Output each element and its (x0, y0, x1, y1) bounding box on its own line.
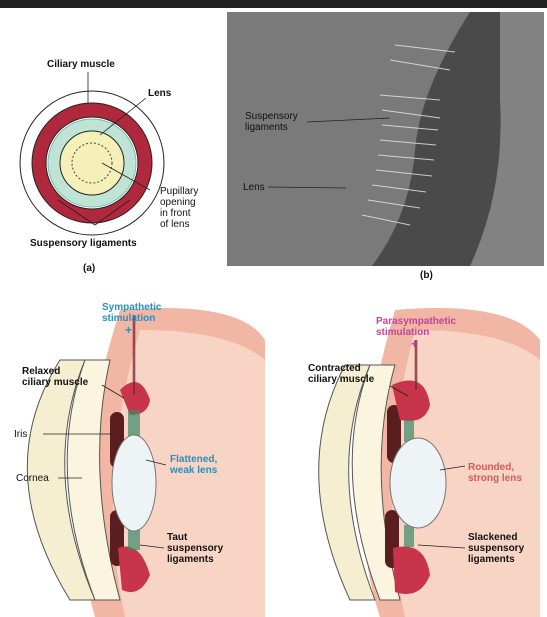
label-suspensory-b-2: ligaments (245, 122, 288, 133)
label-sympathetic-1: Sympathetic (102, 302, 161, 313)
label-slackened-3: ligaments (468, 554, 515, 565)
label-pupillary-1: Pupillary (160, 186, 198, 197)
label-parasympathetic-plus: + (411, 339, 418, 350)
label-lens-b: Lens (243, 182, 265, 193)
label-parasympathetic-2: stimulation (376, 327, 429, 338)
label-contracted-muscle-1: Contracted (308, 363, 361, 374)
label-pupillary-2: opening (160, 197, 196, 208)
label-pupillary-3: in front (160, 208, 191, 219)
label-cornea: Cornea (16, 473, 49, 484)
label-suspensory-ligaments-a: Suspensory ligaments (30, 238, 137, 249)
label-taut-1: Taut (167, 532, 187, 543)
label-ciliary-muscle: Ciliary muscle (47, 59, 115, 70)
label-pupillary-4: of lens (160, 219, 189, 230)
label-relaxed-muscle-1: Relaxed (22, 366, 60, 377)
label-contracted-muscle-2: ciliary muscle (308, 374, 374, 385)
label-iris: Iris (14, 429, 27, 440)
caption-b: (b) (420, 270, 433, 281)
label-suspensory-b-1: Suspensory (245, 111, 298, 122)
caption-a: (a) (83, 263, 95, 274)
label-rounded-lens-1: Rounded, (468, 462, 514, 473)
panel-c-eye (27, 308, 265, 617)
label-taut-3: ligaments (167, 554, 214, 565)
panel-b-photo (227, 12, 544, 266)
label-slackened-2: suspensory (468, 543, 524, 554)
label-flattened-lens-2: weak lens (170, 465, 217, 476)
label-parasympathetic-1: Parasympathetic (376, 316, 456, 327)
label-relaxed-muscle-2: ciliary muscle (22, 377, 88, 388)
lens-disc (60, 131, 124, 195)
label-rounded-lens-2: strong lens (468, 473, 522, 484)
label-taut-2: suspensory (167, 543, 223, 554)
label-flattened-lens-1: Flattened, (170, 454, 217, 465)
label-sympathetic-plus: + (125, 325, 132, 336)
label-slackened-1: Slackened (468, 532, 517, 543)
panel-a-rings (20, 91, 164, 235)
label-lens-a: Lens (148, 88, 171, 99)
